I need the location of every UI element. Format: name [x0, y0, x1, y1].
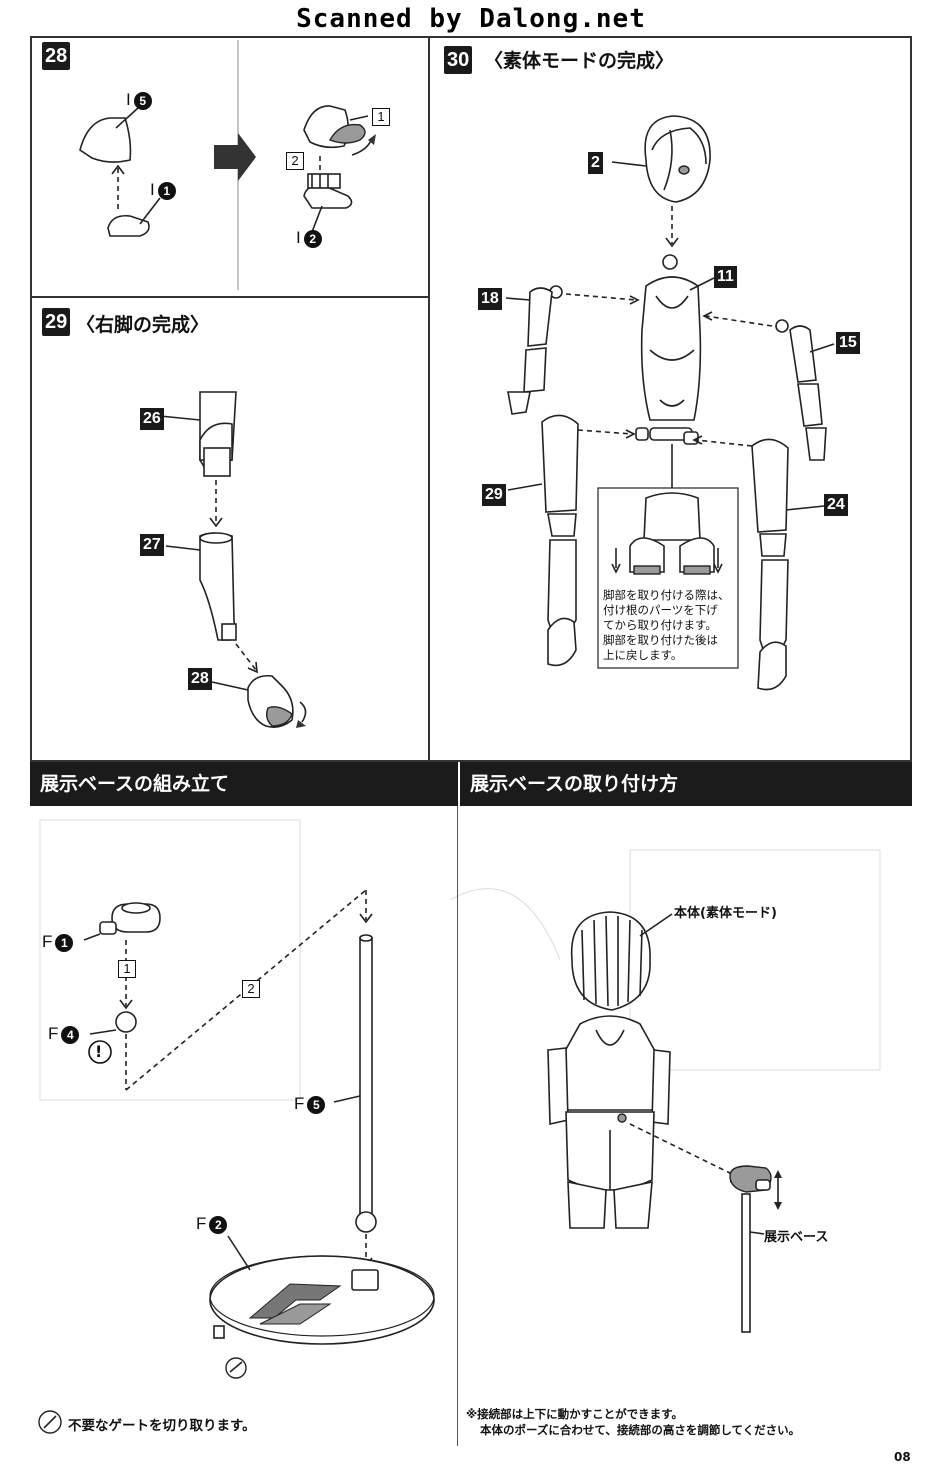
- step30-part-11: 11: [714, 266, 737, 288]
- attach-note-line2: 本体のポーズに合わせて、接続部の高さを調節してください。: [480, 1423, 801, 1437]
- base-order-1: 1: [118, 960, 136, 978]
- step29-part-28: 28: [188, 668, 212, 690]
- base-assembly-header: 展示ベースの組み立て: [30, 762, 458, 806]
- step30-part-29: 29: [482, 484, 506, 506]
- step28-number: 28: [42, 42, 71, 70]
- gate-note: 不要なゲートを切り取ります。: [68, 1418, 256, 1434]
- step28-order-2: 2: [286, 152, 304, 170]
- step30-note: 脚部を取り付ける際は、 付け根のパーツを下げ てから取り付けます。 脚部を取り付…: [603, 588, 730, 662]
- step29-part-27: 27: [140, 534, 164, 556]
- step30-part-18: 18: [478, 288, 502, 310]
- step30-number: 30: [444, 46, 473, 74]
- step28-arrow: [214, 133, 256, 181]
- base-order-2: 2: [242, 980, 260, 998]
- base-attach-header: 展示ベースの取り付け方: [460, 762, 912, 806]
- body-label: 本体(素体モード): [674, 906, 777, 921]
- step30-part-2: 2: [588, 152, 603, 174]
- step29-part-26: 26: [140, 408, 164, 430]
- step30-part-24: 24: [824, 494, 848, 516]
- step29-panel: [30, 296, 432, 762]
- page-number: 08: [894, 1450, 911, 1464]
- step30-part-15: 15: [836, 332, 860, 354]
- attach-note-line1: ※接続部は上下に動かすことができます。: [466, 1407, 684, 1421]
- step28-order-1: 1: [372, 108, 390, 126]
- watermark-text: Scanned by Dalong.net: [296, 4, 646, 34]
- step29-title: 〈右脚の完成〉: [76, 314, 210, 336]
- step30-title: 〈素体モードの完成〉: [484, 50, 675, 72]
- base-label: 展示ベース: [764, 1230, 829, 1245]
- step29-number: 29: [42, 308, 71, 336]
- warning-icon: !: [95, 1042, 103, 1061]
- bottom-divider: [457, 806, 458, 1446]
